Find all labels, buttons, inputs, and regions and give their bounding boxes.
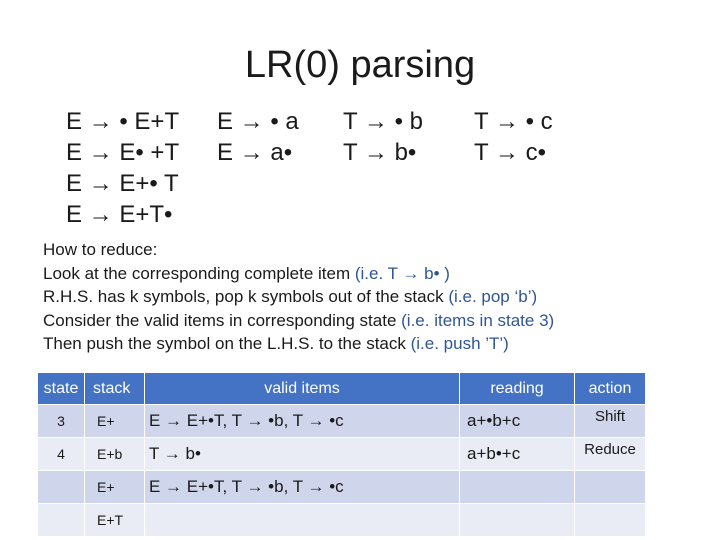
cell-reading: a+b•+c (459, 437, 575, 471)
cell-reading (459, 470, 575, 504)
cell-action: Reduce (574, 437, 646, 471)
header-action: action (574, 372, 646, 405)
table-row: E+ E → E+•T, T → •b, T → •c (37, 470, 646, 504)
cell-state: 4 (37, 437, 85, 471)
item-group-e-plus: E → • E+T E → E• +T E → E+• T E → E+T• (66, 106, 179, 230)
header-state: state (37, 372, 85, 405)
lr-item: E → E• +T (66, 139, 180, 166)
lr-item: T → c• (474, 139, 546, 166)
note-line: Consider the valid items in correspondin… (43, 310, 555, 330)
cell-stack: E+ (84, 404, 145, 438)
lr-item: E → a• (217, 139, 293, 166)
table-header-row: state stack valid items reading action (37, 372, 646, 405)
cell-valid-items: E → E+•T, T → •b, T → •c (144, 404, 460, 438)
cell-reading: a+•b+c (459, 404, 575, 438)
parse-table: state stack valid items reading action 3… (37, 372, 646, 537)
lr-item: T → b• (343, 139, 417, 166)
note-line: How to reduce: (43, 240, 158, 259)
table-row: 3 E+ E → E+•T, T → •b, T → •c a+•b+c Shi… (37, 404, 646, 438)
lr-item: E → • E+T (66, 108, 180, 135)
lr-item: T → • c (474, 108, 553, 135)
lr-item: T → • b (343, 108, 423, 135)
lr-item: E → • a (217, 108, 299, 135)
item-group-e-a: E → • a E → a• (217, 106, 299, 168)
cell-stack: E+ (84, 470, 145, 504)
note-line: Then push the symbol on the L.H.S. to th… (43, 334, 509, 353)
header-reading: reading (459, 372, 575, 405)
cell-state: 3 (37, 404, 85, 438)
cell-stack: E+b (84, 437, 145, 471)
cell-action (574, 503, 646, 537)
cell-stack: E+T (84, 503, 145, 537)
cell-reading (459, 503, 575, 537)
lr-item: E → E+• T (66, 170, 179, 197)
note-line: Look at the corresponding complete item … (43, 263, 450, 283)
cell-action: Shift (574, 404, 646, 438)
reduce-notes: How to reduce: Look at the corresponding… (43, 238, 554, 356)
item-group-t-c: T → • c T → c• (474, 106, 553, 168)
header-valid-items: valid items (144, 372, 460, 405)
cell-state (37, 470, 85, 504)
cell-valid-items: T → b• (144, 437, 460, 471)
lr-item: E → E+T• (66, 201, 173, 228)
cell-valid-items: E → E+•T, T → •b, T → •c (144, 470, 460, 504)
cell-state (37, 503, 85, 537)
slide-title: LR(0) parsing (244, 44, 476, 86)
item-group-t-b: T → • b T → b• (343, 106, 423, 168)
cell-action (574, 470, 646, 504)
table-row: E+T (37, 503, 646, 537)
table-row: 4 E+b T → b• a+b•+c Reduce (37, 437, 646, 471)
header-stack: stack (84, 372, 145, 405)
note-line: R.H.S. has k symbols, pop k symbols out … (43, 287, 538, 306)
cell-valid-items (144, 503, 460, 537)
